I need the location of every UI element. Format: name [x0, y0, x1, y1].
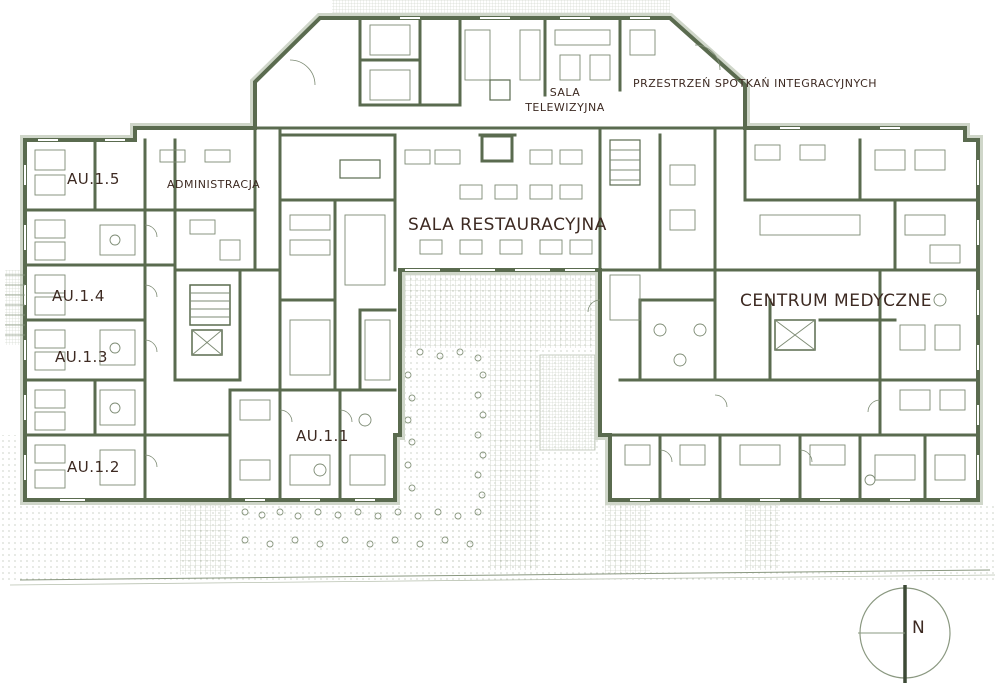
room-label-au-1-4: AU.1.4 [52, 287, 105, 305]
windows [24, 17, 979, 501]
furniture [34, 24, 966, 489]
outdoor-terrain [0, 0, 996, 586]
doors [144, 44, 881, 468]
room-label-au-1-1: AU.1.1 [296, 427, 349, 445]
room-label-administracja: ADMINISTRACJA [167, 178, 261, 191]
entrance-steps [5, 274, 25, 336]
room-label-au-1-3: AU.1.3 [55, 348, 108, 366]
room-label-sala-telewizyjna: TELEWIZYJNA [525, 101, 605, 114]
room-label-centrum-medyczne: CENTRUM MEDYCZNE [740, 291, 933, 311]
room-label-au-1-5: AU.1.5 [67, 170, 120, 188]
room-label-sala-restauracyjna: SALA RESTAURACYJNA [408, 215, 607, 235]
interior-walls [23, 16, 980, 502]
shrubs [241, 348, 487, 548]
compass-letter: N [912, 618, 926, 638]
room-label-przestrzen-spotkan: PRZESTRZEŃ SPOTKAŃ INTEGRACYJNYCH [633, 77, 878, 90]
room-label-au-1-2: AU.1.2 [67, 458, 120, 476]
room-label-sala-line1: SALA [549, 86, 581, 99]
north-arrow-icon [858, 585, 951, 683]
